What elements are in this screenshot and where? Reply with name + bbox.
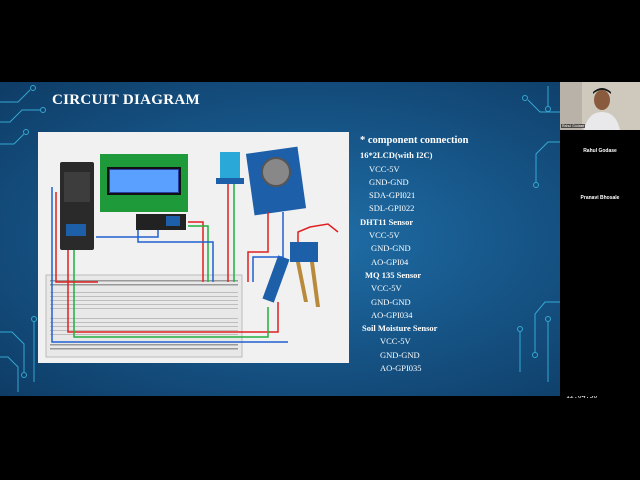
connection-line: GND-GND <box>371 243 411 254</box>
participant-name: Rahul Godase <box>583 148 617 154</box>
connection-line: VCC-5V <box>371 283 402 294</box>
connection-line: VCC-5V <box>380 336 411 347</box>
participant-panel: Rahul Godase Rahul Godase Pranavi Bhosal… <box>560 82 640 396</box>
slide-title: CIRCUIT DIAGRAM <box>52 92 200 108</box>
connection-line: VCC-5V <box>369 230 400 241</box>
circuit-trace-decoration <box>0 85 560 392</box>
component-connection-list: * component connection 16*2LCD(with I2C)… <box>360 134 469 375</box>
participant-avatar <box>560 82 640 130</box>
group-title-dht11: DHT11 Sensor <box>360 216 414 227</box>
connection-line: VCC-5V <box>369 163 400 174</box>
group-title-soil: Soil Moisture Sensor <box>362 323 438 334</box>
circuit-diagram-image <box>38 132 349 363</box>
connection-line: GND-GND <box>371 296 411 307</box>
connection-line: AO-GPI035 <box>380 363 422 374</box>
connection-line: AO-GPI04 <box>371 256 409 267</box>
participant-video-label: Rahul Godase <box>561 124 586 128</box>
connection-heading: * component connection <box>360 135 469 146</box>
connection-line: AO-GPI034 <box>371 309 413 320</box>
connection-line: SDA-GPI021 <box>369 190 416 201</box>
connection-line: SDL-GPI022 <box>369 203 415 214</box>
connection-line: GND-GND <box>380 349 420 360</box>
group-title-lcd: 16*2LCD(with I2C) <box>360 150 433 161</box>
connection-line: GND-GND <box>369 176 409 187</box>
breadboard-schematic <box>45 146 339 358</box>
participant-video-tile[interactable]: Rahul Godase <box>560 82 640 130</box>
presentation-slide: CIRCUIT DIAGRAM <box>0 82 560 396</box>
participant-name: Pranavi Bhosale <box>580 195 620 201</box>
group-title-mq135: MQ 135 Sensor <box>365 269 422 280</box>
